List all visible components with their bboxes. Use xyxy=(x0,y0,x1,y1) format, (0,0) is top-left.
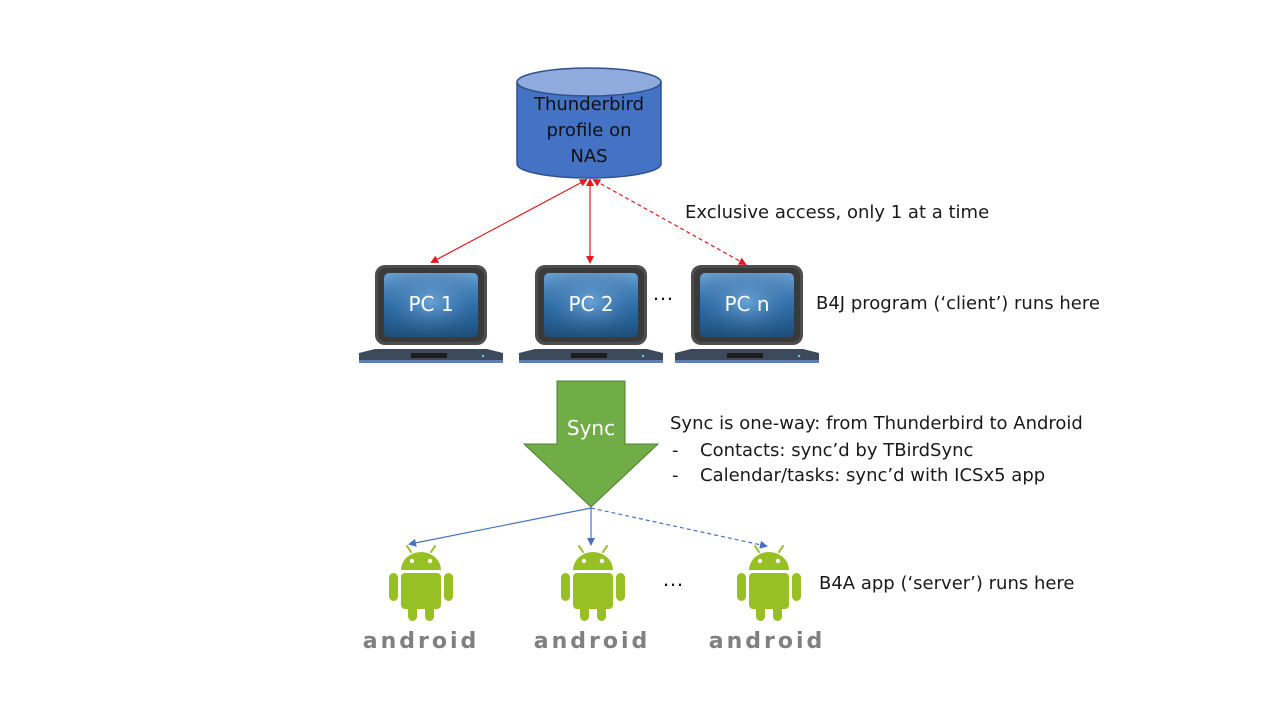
access-arrow-pc1 xyxy=(430,179,588,263)
android-note: B4A app (‘server’) runs here xyxy=(819,573,1075,594)
database-label-line-3: NAS xyxy=(570,146,608,167)
sync-note: Sync is one-way: from Thunderbird to And… xyxy=(670,413,1083,434)
android-robot-icon-2 xyxy=(560,545,626,622)
database-cylinder xyxy=(516,67,662,179)
pc-note: B4J program (‘client’) runs here xyxy=(816,293,1100,314)
database-label-line-1: Thunderbird xyxy=(533,94,645,115)
android-wordmark-3: android xyxy=(709,629,826,654)
android-robot-icon-3 xyxy=(736,545,802,622)
sync-label: Sync xyxy=(566,416,616,440)
pc-ellipsis: … xyxy=(652,280,675,305)
pc-label-2: PC 2 xyxy=(568,292,614,316)
access-arrow-pcn xyxy=(592,179,747,265)
sync-bullet-dash-2: - xyxy=(672,465,679,486)
sync-bullet-2: Calendar/tasks: sync’d with ICSx5 app xyxy=(700,465,1046,486)
sync-arrow xyxy=(522,380,660,508)
pc-label-n: PC n xyxy=(724,292,770,316)
database-label: Thunderbird profile on NAS xyxy=(517,92,661,170)
android-wordmark-1: android xyxy=(363,629,480,654)
android-robot-icon-1 xyxy=(388,545,454,622)
sync-bullet-dash-1: - xyxy=(672,440,679,461)
database-label-line-2: profile on xyxy=(546,120,632,141)
sync-arrow-android1 xyxy=(408,507,592,547)
pc-label-1: PC 1 xyxy=(408,292,454,316)
android-wordmark-2: android xyxy=(534,629,651,654)
android-ellipsis: … xyxy=(662,566,685,591)
access-note: Exclusive access, only 1 at a time xyxy=(685,202,990,223)
sync-bullet-1: Contacts: sync’d by TBirdSync xyxy=(700,440,974,461)
sync-arrow-android3 xyxy=(590,507,768,549)
